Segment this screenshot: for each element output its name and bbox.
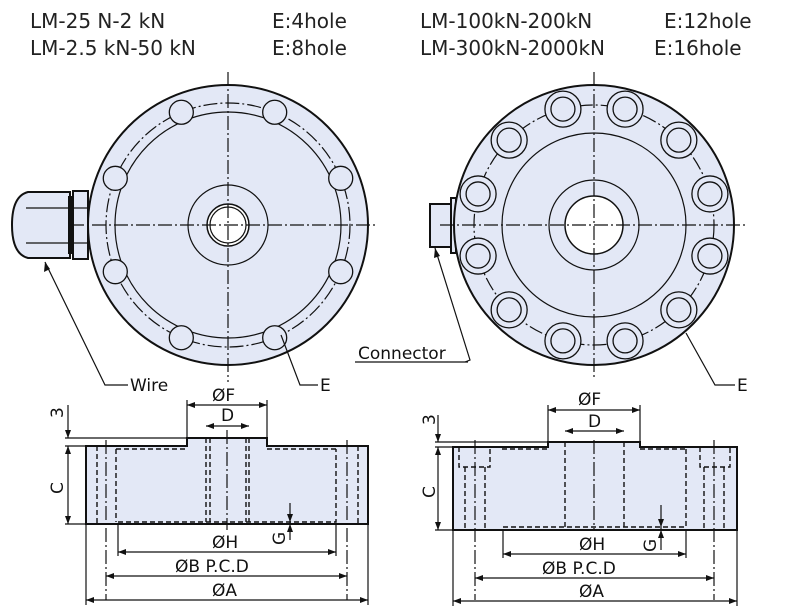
pcd-label: ØB P.C.D (542, 559, 616, 579)
heading-right-holes-1: E:12hole (664, 9, 752, 33)
boss-height-label: 3 (48, 407, 68, 418)
flange-dia-label: ØF (212, 386, 235, 406)
outer-dia-label: ØA (579, 582, 604, 602)
bolt-hole (612, 328, 638, 354)
recess-dia-label: ØH (579, 535, 605, 555)
bolt-hole (262, 99, 288, 125)
heading-left-model-1: LM-25 N-2 kN (30, 9, 165, 33)
bolt-hole (550, 328, 576, 354)
left-top-view (10, 72, 378, 382)
bolt-hole (697, 243, 723, 269)
hole-label-left: E (320, 376, 331, 396)
bore-label: D (588, 412, 601, 432)
bolt-hole (465, 181, 491, 207)
hole-label-right: E (737, 376, 748, 396)
heading-right-holes-2: E:16hole (654, 36, 742, 60)
bolt-hole (168, 99, 194, 125)
recess-depth-label: G (270, 532, 290, 545)
right-top-view (429, 72, 745, 378)
bolt-hole (328, 165, 354, 191)
height-label: C (48, 482, 68, 494)
boss-height-label: 3 (420, 414, 440, 425)
bolt-hole (168, 325, 194, 351)
pcd-label: ØB P.C.D (175, 557, 249, 577)
recess-depth-label: G (641, 539, 661, 552)
heading-left-model-2: LM-2.5 kN-50 kN (30, 36, 196, 60)
bolt-hole (550, 96, 576, 122)
outer-dia-label: ØA (212, 581, 237, 601)
left-dimensions: 3 C ØF D G ØH ØB P.C.D ØA (48, 386, 369, 605)
bolt-hole (666, 127, 692, 153)
heading-right-model-2: LM-300kN-2000kN (420, 36, 605, 60)
bolt-hole (465, 243, 491, 269)
bore-label: D (221, 406, 234, 426)
bolt-hole (102, 165, 128, 191)
wire-label: Wire (130, 376, 168, 396)
right-side-view (452, 440, 738, 600)
bolt-hole (496, 127, 522, 153)
left-side-view (85, 430, 369, 600)
bolt-hole (666, 297, 692, 323)
right-dimensions: 3 C ØF D G ØH ØB P.C.D ØA (420, 390, 738, 606)
connector-label: Connector (358, 344, 446, 364)
bolt-hole (102, 259, 128, 285)
heading-right-model-1: LM-100kN-200kN (420, 9, 592, 33)
recess-dia-label: ØH (212, 533, 238, 553)
bolt-hole (328, 259, 354, 285)
bolt-hole (262, 325, 288, 351)
bolt-hole (697, 181, 723, 207)
flange-dia-label: ØF (578, 390, 601, 410)
bolt-hole (496, 297, 522, 323)
height-label: C (420, 486, 440, 498)
heading-left-holes-1: E:4hole (272, 9, 347, 33)
bolt-hole (612, 96, 638, 122)
heading-left-holes-2: E:8hole (272, 36, 347, 60)
